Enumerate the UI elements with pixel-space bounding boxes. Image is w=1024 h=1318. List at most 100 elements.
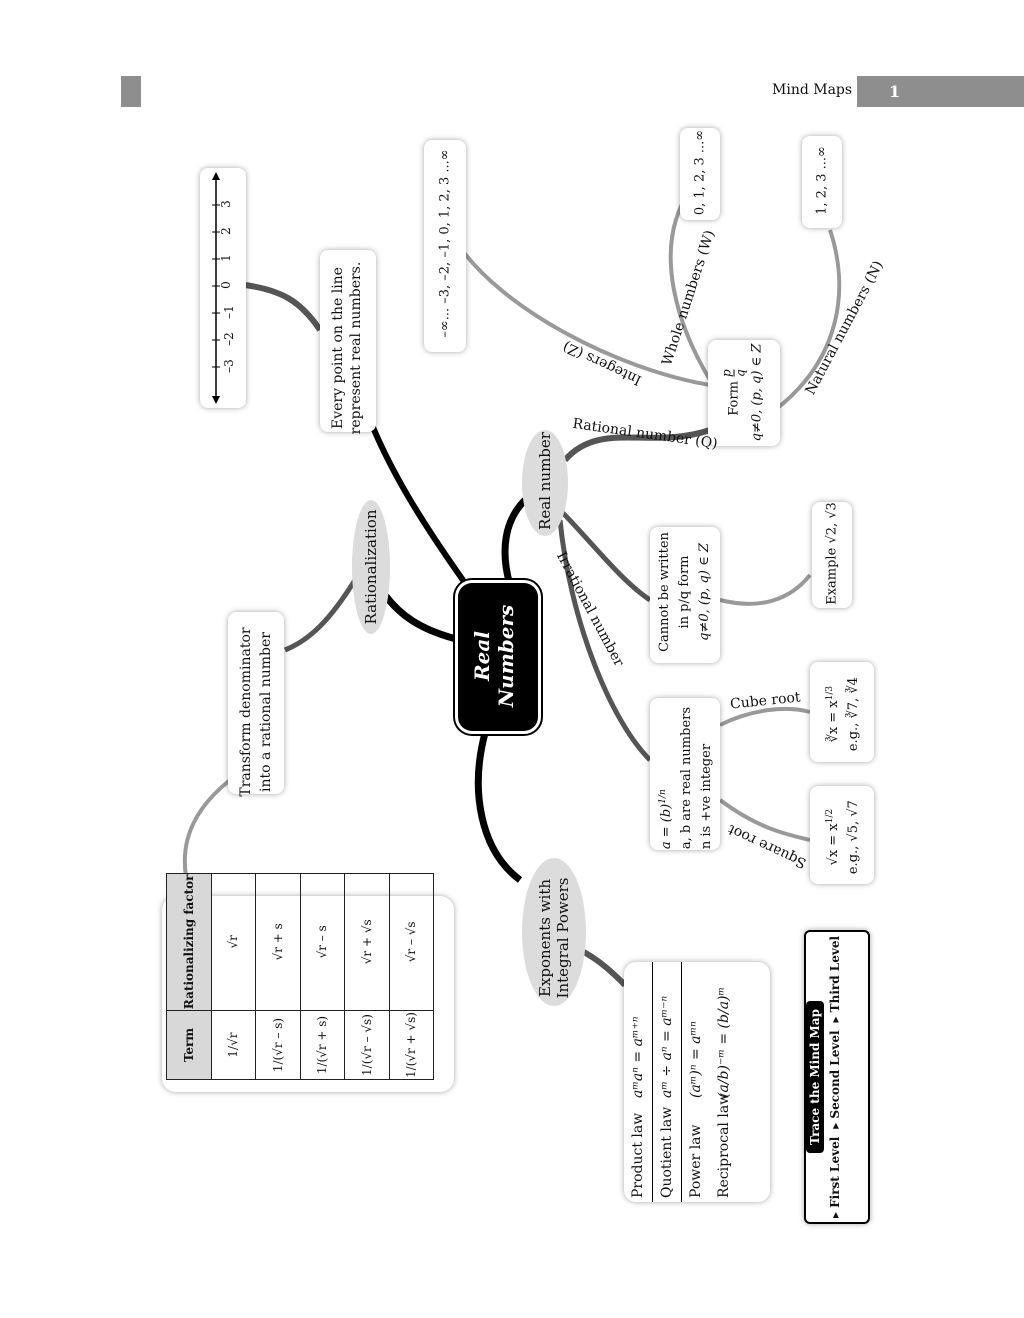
exponents-node: Exponents with Integral Powers: [522, 858, 586, 1006]
table-row: 1/(√r + s)√r – s: [300, 873, 345, 1080]
form-condition: q≠0, (p, q) ∈ Z: [749, 343, 765, 442]
table-cell: 1/(√r – s): [255, 1010, 300, 1080]
table-cell: √r – √s: [389, 873, 434, 1011]
law-name: Quotient law: [659, 1106, 675, 1198]
square-root-box: √x = x1/2 e.g., √5, √7: [810, 786, 874, 884]
number-line-tick-label: 1: [218, 254, 233, 262]
rational-form-box: Form p q q≠0, (p, q) ∈ Z: [708, 340, 780, 446]
legend-third-label: Third Level: [828, 935, 842, 1013]
table-cell: 1/√r: [211, 1010, 256, 1080]
link-rationalization-transform: [284, 578, 358, 653]
roots-line1-sup: 1/n: [657, 789, 668, 804]
example-box: Example √2, √3: [812, 502, 852, 608]
link-irrational-example: [719, 573, 812, 606]
rationalizing-table: Term Rationalizing factor 1/√r√r 1/(√r –…: [166, 873, 434, 1080]
legend-first-label: First Level: [828, 1136, 842, 1208]
table-cell: √r: [211, 873, 256, 1011]
legend-second-level: ▸ Second Level: [828, 1030, 842, 1129]
table-cell: √r + √s: [344, 873, 389, 1011]
square-line1-sup: 1/2: [824, 808, 835, 824]
link-rational-integers: [453, 238, 711, 387]
irrational-line2: in p/q form: [677, 555, 692, 629]
number-line-tick-label: 2: [218, 227, 233, 235]
rationalization-label: Rationalization: [362, 509, 380, 625]
law-formula: aᵐaⁿ = aᵐ⁺ⁿ: [630, 1016, 646, 1098]
real-number-node: Real number: [522, 430, 568, 536]
law-name: Reciprocal law: [716, 1092, 732, 1198]
number-line-tick-label: –1: [221, 305, 236, 319]
law-name: Product law: [630, 1112, 646, 1198]
link-transform-table: [182, 778, 232, 896]
table-cell: 1/(√r + s): [300, 1010, 345, 1080]
number-line-tick-label: –3: [221, 359, 236, 373]
page-edge-tab: [121, 76, 141, 107]
link-center-numberline: [367, 418, 473, 592]
whole-numbers-text: 0, 1, 2, 3 ...∞: [692, 129, 708, 216]
transform-line2: into a rational number: [258, 632, 274, 792]
cube-line1-sup: 1/3: [824, 685, 835, 701]
link-roots-cube: [719, 706, 811, 727]
link-rational-whole: [668, 188, 712, 382]
table-row: 1/√r√r: [211, 873, 256, 1080]
central-topic-line2: Numbers: [494, 604, 518, 708]
integers-box: –∞... –3, –2, –1, 0, 1, 2, 3 ...∞: [424, 140, 466, 352]
cube-root-box: ∛x = x1/3 e.g., ∛7, ∛4: [810, 662, 874, 762]
link-real-roots: [557, 519, 652, 762]
number-line-tick-label: 3: [218, 200, 233, 208]
link-real-rational: [562, 427, 711, 463]
natural-numbers-text: 1, 2, 3 ...∞: [814, 146, 830, 215]
law-formula: aᵐ ÷ aⁿ = aᵐ⁻ⁿ: [659, 995, 675, 1098]
legend-first-level: ▸ First Level: [828, 1136, 842, 1219]
table-cell: 1/(√r – √s): [344, 1010, 389, 1080]
roots-line1: a = (b): [659, 803, 675, 850]
table-header-term: Term: [166, 1010, 211, 1080]
legend-second-label: Second Level: [828, 1030, 842, 1119]
cube-line1: ∛x = x: [826, 700, 842, 743]
transform-box: Transform denominator into a rational nu…: [228, 612, 284, 797]
roots-line3: n is +ve integer: [699, 743, 715, 850]
whole-numbers-box: 0, 1, 2, 3 ...∞: [680, 128, 720, 220]
central-topic: Real Numbers: [458, 583, 538, 731]
link-rational-natural: [773, 229, 842, 412]
link-numberline-box: [244, 282, 323, 332]
rationalizing-table-box: Term Rationalizing factor 1/√r√r 1/(√r –…: [162, 873, 454, 1092]
every-point-text: Every point on the line represent real n…: [330, 261, 364, 435]
link-center-rationalization: [382, 592, 461, 644]
section-title: Mind Maps: [772, 82, 853, 98]
exponents-label: Exponents with Integral Powers: [536, 877, 572, 999]
square-line1: √x = x: [826, 823, 842, 866]
every-point-box: Every point on the line represent real n…: [320, 250, 376, 434]
irrational-line3: q≠0, (p, q) ∈ Z: [697, 543, 712, 641]
laws-box: Product law aᵐaⁿ = aᵐ⁺ⁿ Quotient law aᵐ ÷ …: [624, 962, 770, 1202]
table-cell: 1/(√r + √s): [389, 1010, 434, 1080]
link-exponents-laws: [578, 947, 628, 988]
link-center-exponents: [474, 732, 523, 883]
law-name: Power law: [688, 1124, 704, 1199]
form-p: p: [719, 369, 735, 377]
rationalization-node: Rationalization: [352, 500, 390, 634]
square-line2: e.g., √5, √7: [846, 800, 862, 875]
page-number: 1: [857, 76, 1024, 107]
table-row: 1/(√r + √s)√r – √s: [389, 873, 434, 1080]
number-line-tick-label: –2: [221, 332, 236, 346]
form-q: q: [733, 369, 748, 377]
irrational-line1: Cannot be written: [657, 532, 672, 652]
example-text: Example √2, √3: [824, 502, 840, 605]
link-real-irrational: [558, 508, 652, 603]
table-row: 1/(√r – √s)√r + √s: [344, 873, 389, 1080]
table-cell: √r + s: [255, 873, 300, 1011]
link-center-realnumber: [501, 497, 528, 586]
law-formula: (a/b)⁻ᵐ = (b/a)ᵐ: [716, 986, 732, 1098]
table-cell: √r – s: [300, 873, 345, 1011]
table-row: 1/(√r – s)√r + s: [255, 873, 300, 1080]
link-roots-square: [718, 798, 811, 842]
transform-line1: Transform denominator: [238, 627, 254, 797]
central-topic-line1: Real: [470, 631, 494, 681]
real-number-label: Real number: [536, 432, 554, 530]
number-line-tick-label: 0: [218, 281, 233, 289]
legend-box: Trace the Mind Map ▸ First Level ▸ Secon…: [804, 930, 870, 1224]
cube-line2: e.g., ∛7, ∛4: [846, 677, 862, 752]
form-label: Form: [726, 381, 742, 416]
roots-line2: a, b are real numbers: [679, 706, 695, 850]
